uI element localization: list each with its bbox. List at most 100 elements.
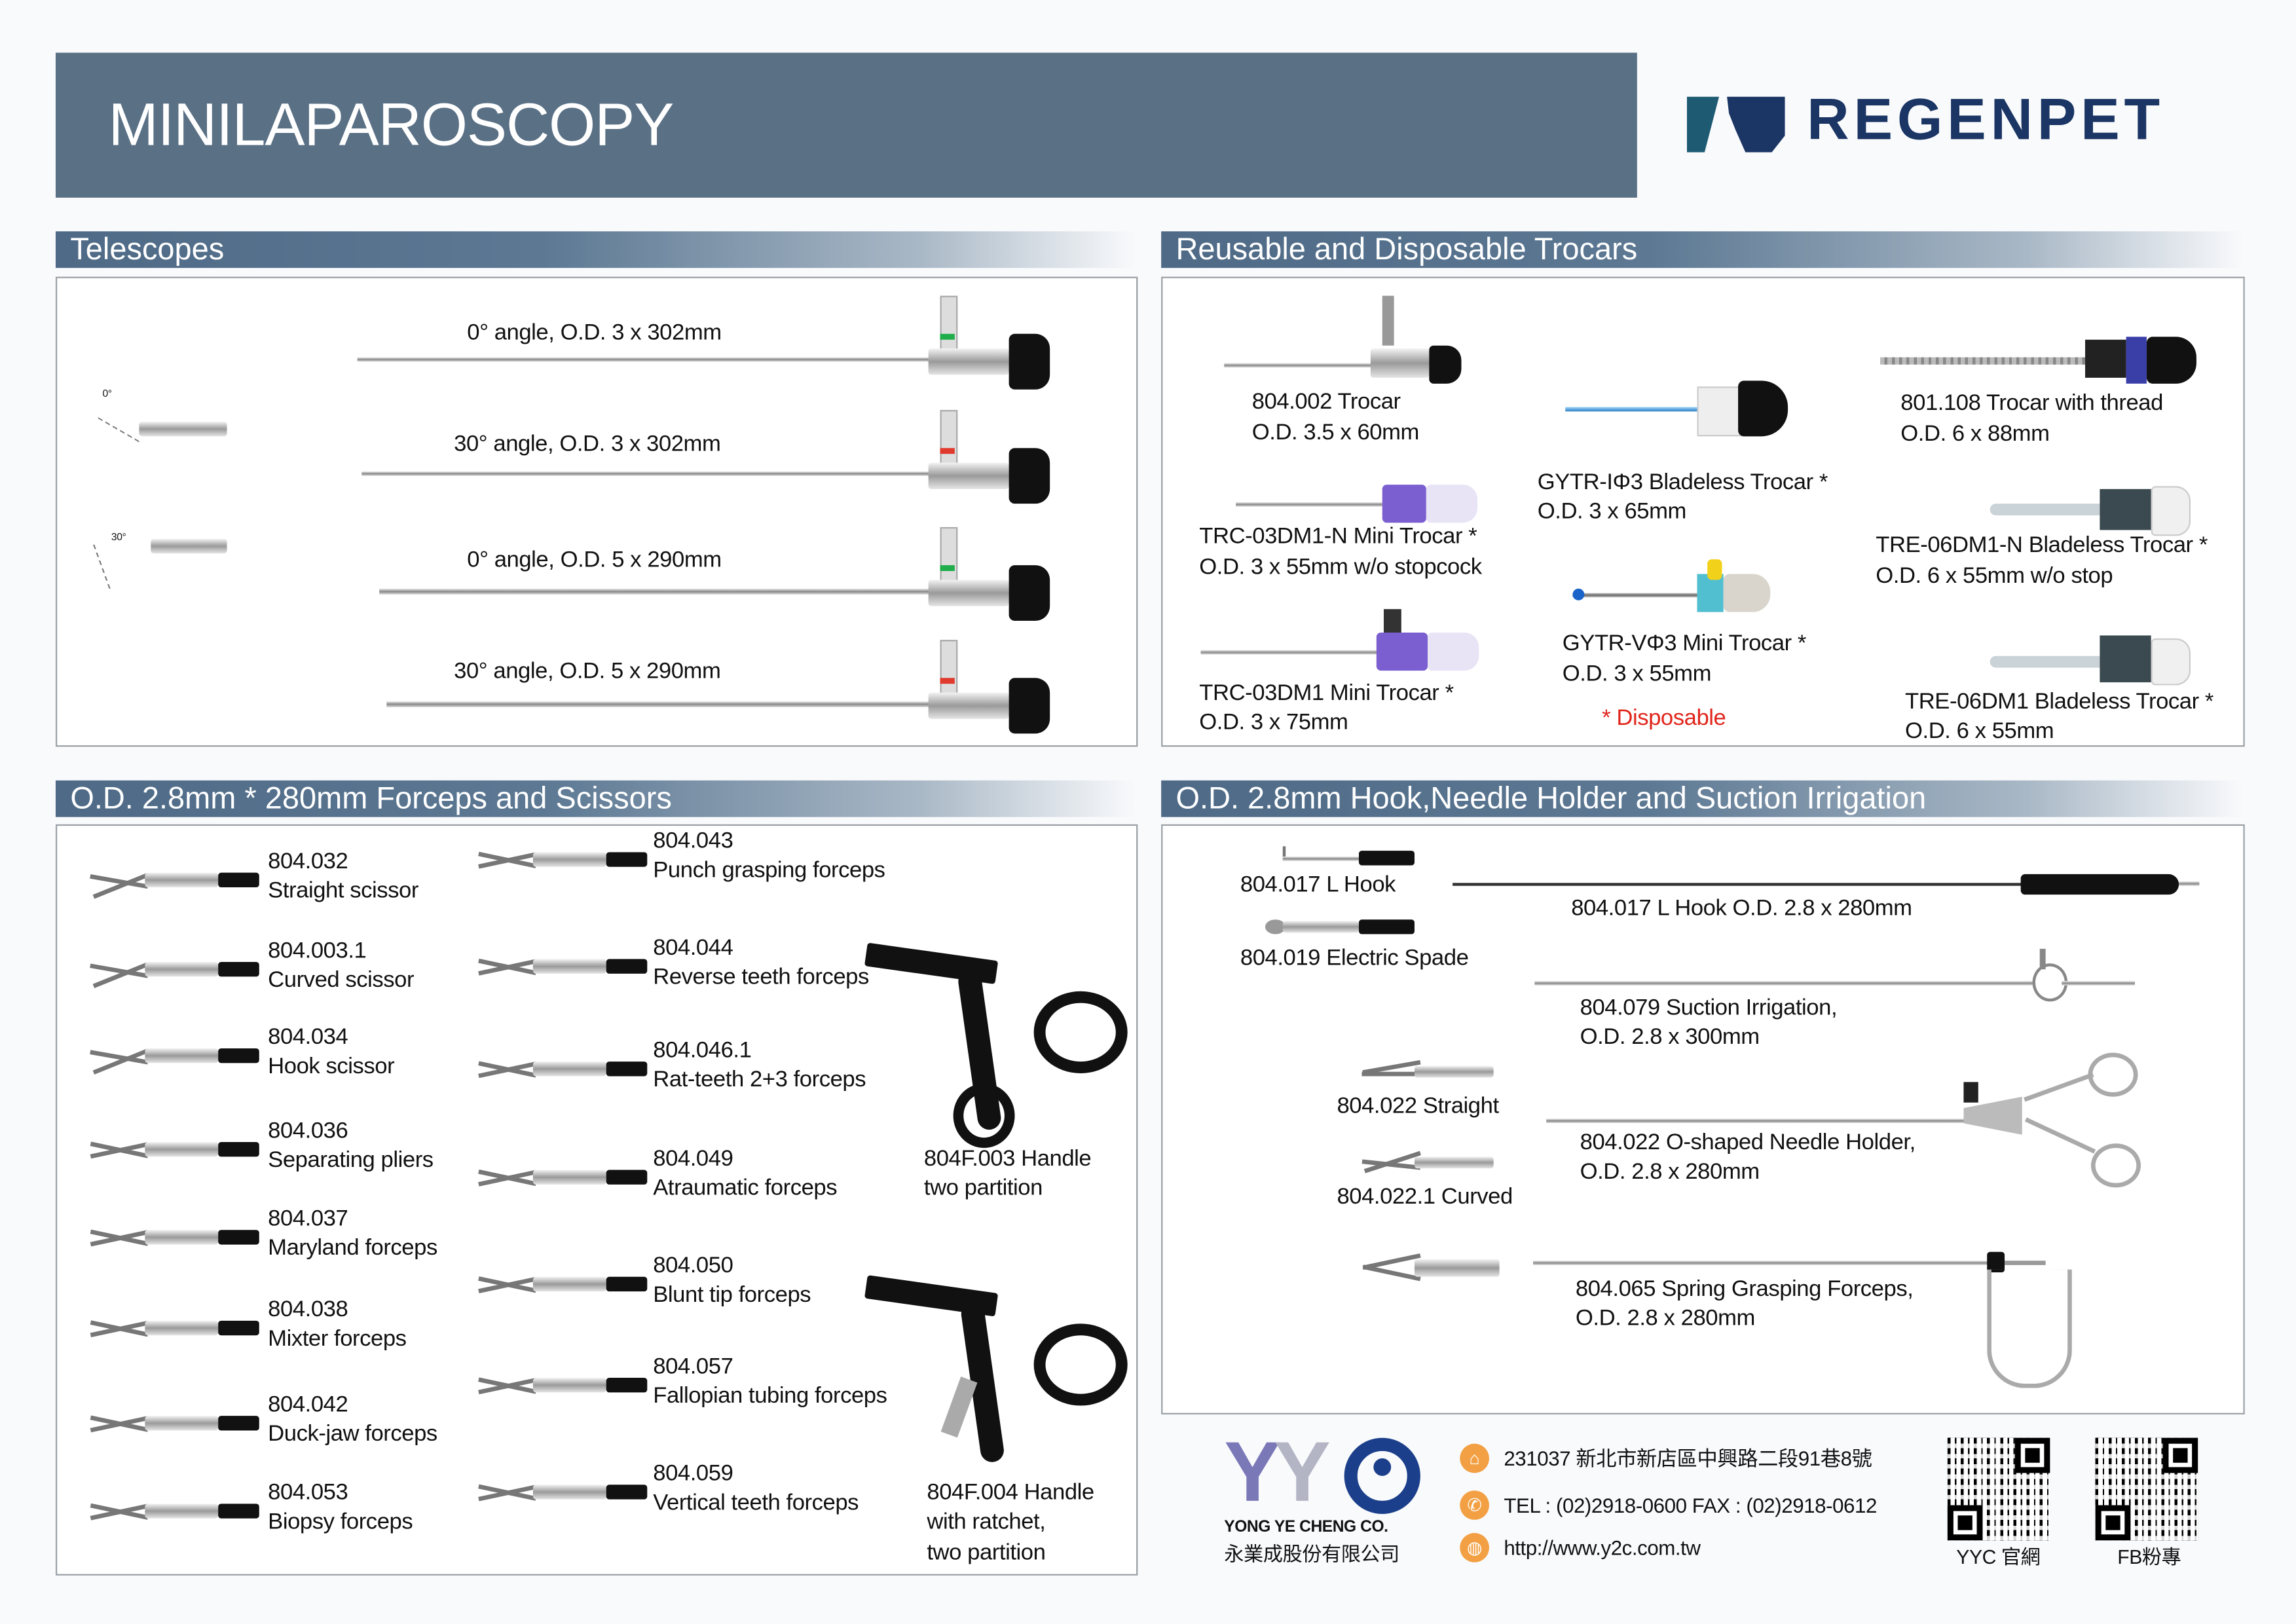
telescope-30deg-3mm bbox=[928, 410, 1060, 507]
forceps-code: 804.042 bbox=[268, 1392, 348, 1418]
trocar-gytr-v-image bbox=[1572, 553, 1777, 619]
forceps-code: 804.044 bbox=[653, 935, 733, 961]
header-banner: MINILAPAROSCOPY bbox=[55, 52, 1637, 198]
forceps-image bbox=[477, 1464, 650, 1517]
telescope-label: 30° angle, O.D. 5 x 290mm bbox=[454, 659, 721, 684]
forceps-code: 804.003.1 bbox=[268, 938, 367, 964]
forceps-name: Curved scissor bbox=[268, 967, 415, 993]
l-hook-tip-image bbox=[1282, 846, 1415, 866]
forceps-name: Fallopian tubing forceps bbox=[653, 1383, 887, 1409]
instrument-label: 804.022 O-shaped Needle Holder, bbox=[1580, 1130, 1916, 1156]
handle-804f-004-image bbox=[864, 1258, 1128, 1470]
forceps-name: Vertical teeth forceps bbox=[653, 1490, 859, 1516]
trocar-trc-03dm1-n-image bbox=[1236, 476, 1485, 528]
forceps-image bbox=[89, 1209, 262, 1262]
trocar-trc-03dm1-image bbox=[1200, 603, 1486, 676]
forceps-image bbox=[89, 1395, 262, 1448]
telescope-label: 0° angle, O.D. 3 x 302mm bbox=[467, 320, 722, 346]
handle-desc: two partition bbox=[927, 1540, 1046, 1566]
trocar-name: GYTR-VΦ3 Mini Trocar * bbox=[1562, 631, 1807, 656]
forceps-code: 804.034 bbox=[268, 1025, 348, 1050]
instrument-label: 804.065 Spring Grasping Forceps, bbox=[1575, 1276, 1914, 1302]
section-header-trocars: Reusable and Disposable Trocars bbox=[1161, 231, 2244, 268]
forceps-name: Straight scissor bbox=[268, 878, 418, 904]
trocar-name: 801.108 Trocar with thread bbox=[1900, 391, 2163, 416]
forceps-code: 804.057 bbox=[653, 1354, 733, 1380]
section-header-telescopes: Telescopes bbox=[55, 231, 1137, 268]
trocar-name: TRE-06DM1-N Bladeless Trocar * bbox=[1876, 532, 2208, 558]
pet-silhouette-icon bbox=[1727, 96, 1785, 153]
trocar-name: TRC-03DM1 Mini Trocar * bbox=[1199, 680, 1454, 706]
handle-desc: with ratchet, bbox=[927, 1509, 1046, 1535]
trocar-size: O.D. 3 x 55mm bbox=[1562, 661, 1712, 687]
forceps-code: 804.049 bbox=[653, 1146, 733, 1172]
trocar-name: 804.002 Trocar bbox=[1251, 389, 1401, 415]
globe-icon: ◍ bbox=[1460, 1533, 1489, 1562]
instrument-label: O.D. 2.8 x 280mm bbox=[1580, 1159, 1760, 1185]
section-header-hooks: O.D. 2.8mm Hook,Needle Holder and Suctio… bbox=[1161, 780, 2244, 817]
forceps-panel: 804F.003 Handle two partition 804F.004 H… bbox=[55, 824, 1138, 1576]
brand-name: REGENPET bbox=[1807, 88, 2164, 153]
electric-spade-tip-image bbox=[1265, 917, 1415, 937]
tip-label: 804.017 L Hook bbox=[1240, 872, 1396, 898]
trocar-801-108-image bbox=[1879, 310, 2210, 384]
trocar-size: O.D. 3.5 x 60mm bbox=[1251, 420, 1420, 445]
handle-code: 804F.003 Handle bbox=[923, 1146, 1092, 1172]
handle-code: 804F.004 Handle bbox=[927, 1480, 1094, 1505]
zero-degree-tip-diagram: 0° bbox=[98, 380, 233, 480]
forceps-code: 804.059 bbox=[653, 1461, 733, 1486]
forceps-name: Mixter forceps bbox=[268, 1326, 407, 1352]
forceps-name: Rat-teeth 2+3 forceps bbox=[653, 1067, 866, 1093]
qr-label: FB粉專 bbox=[2117, 1546, 2181, 1568]
yyc-website-qr-code[interactable] bbox=[1947, 1437, 2050, 1541]
handle-804f-003-image bbox=[864, 925, 1128, 1149]
trocar-tre-06dm1-n-image bbox=[1990, 483, 2195, 536]
tip-label: 804.022 Straight bbox=[1337, 1094, 1499, 1119]
company-name-en: YONG YE CHENG CO. bbox=[1224, 1518, 1388, 1536]
section-header-forceps: O.D. 2.8mm * 280mm Forceps and Scissors bbox=[55, 780, 1137, 817]
telescopes-panel: 0° 30° 0° angle, O.D. 3 x 302mm 30° angl… bbox=[55, 276, 1138, 747]
fb-page-qr-code[interactable] bbox=[2095, 1437, 2198, 1541]
trocar-804-002-image bbox=[1224, 295, 1466, 391]
tip-label: 804.022.1 Curved bbox=[1337, 1184, 1513, 1209]
phone-fax-text: TEL : (02)2918-0600 FAX : (02)2918-0612 bbox=[1504, 1493, 1877, 1517]
instrument-label: 804.017 L Hook O.D. 2.8 x 280mm bbox=[1571, 896, 1912, 921]
forceps-name: Biopsy forceps bbox=[268, 1509, 413, 1535]
forceps-image bbox=[477, 1041, 650, 1094]
trocar-name: TRC-03DM1-N Mini Trocar * bbox=[1199, 524, 1477, 549]
yyc-logo-mark: Y Y bbox=[1224, 1430, 1422, 1515]
address-text: 231037 新北市新店區中興路二段91巷8號 bbox=[1504, 1447, 1872, 1470]
forceps-image bbox=[89, 1122, 262, 1174]
thirty-degree-tip-diagram: 30° bbox=[89, 513, 236, 600]
angle-label: 0° bbox=[102, 389, 113, 400]
instrument-label: O.D. 2.8 x 280mm bbox=[1575, 1306, 1756, 1331]
forceps-image bbox=[89, 1301, 262, 1353]
tip-label: 804.019 Electric Spade bbox=[1240, 946, 1469, 971]
trocar-tre-06dm1-image bbox=[1990, 627, 2195, 686]
forceps-image bbox=[477, 1357, 650, 1410]
trocar-size: O.D. 6 x 55mm w/o stop bbox=[1876, 563, 2113, 589]
disposable-note: * Disposable bbox=[1602, 705, 1726, 731]
needle-holder-straight-tip bbox=[1361, 1054, 1494, 1086]
forceps-code: 804.036 bbox=[268, 1118, 348, 1144]
forceps-name: Reverse teeth forceps bbox=[653, 965, 869, 990]
forceps-image bbox=[89, 852, 262, 904]
hooks-panel: 804.017 L Hook 804.019 Electric Spade 80… bbox=[1161, 824, 2245, 1414]
handle-desc: two partition bbox=[923, 1175, 1043, 1201]
forceps-image bbox=[477, 1149, 650, 1202]
forceps-code: 804.050 bbox=[653, 1253, 733, 1279]
trocar-size: O.D. 3 x 55mm w/o stopcock bbox=[1199, 555, 1482, 580]
website-link[interactable]: http://www.y2c.com.tw bbox=[1504, 1536, 1701, 1560]
regenpet-logo: REGENPET bbox=[1686, 88, 2229, 154]
forceps-code: 804.046.1 bbox=[653, 1038, 752, 1063]
forceps-code: 804.043 bbox=[653, 828, 733, 854]
instrument-label: O.D. 2.8 x 300mm bbox=[1580, 1025, 1760, 1050]
home-icon: ⌂ bbox=[1460, 1443, 1489, 1473]
yyc-logo: Y Y YONG YE CHENG CO. 永業成股份有限公司 bbox=[1224, 1430, 1422, 1566]
forceps-image bbox=[477, 938, 650, 991]
forceps-image bbox=[477, 1256, 650, 1308]
telescope-label: 30° angle, O.D. 3 x 302mm bbox=[454, 432, 721, 457]
telescope-30deg-5mm bbox=[928, 640, 1060, 737]
forceps-image bbox=[89, 942, 262, 994]
